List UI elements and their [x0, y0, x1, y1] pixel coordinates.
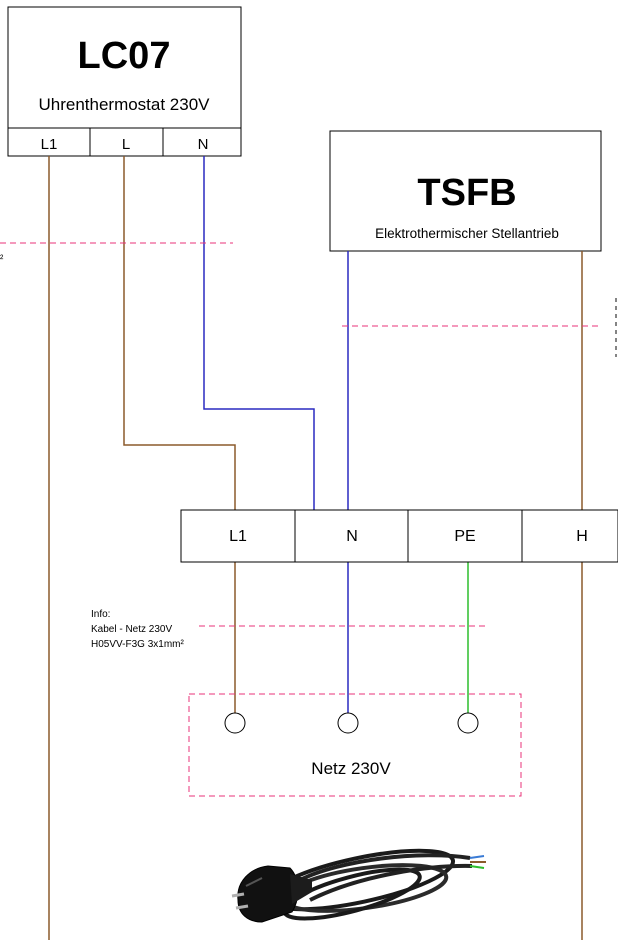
supply-box: Netz 230V: [188, 693, 522, 797]
thermostat-description: Uhrenthermostat 230V: [38, 95, 210, 114]
actuator-model: TSFB: [417, 172, 516, 214]
wire-thermostat-l-to-l1: [123, 156, 236, 510]
terminal-label-pe: PE: [454, 528, 475, 545]
actuator-description: Elektrothermischer Stellantrieb: [375, 226, 559, 241]
wire-thermostat-n-to-n: [203, 156, 315, 510]
info-note-cable: Kabel - Netz 230V: [91, 624, 172, 635]
supply-terminal-n: [337, 712, 359, 734]
thermostat-box: LC07 Uhrenthermostat 230V L1 L N: [7, 6, 242, 157]
thermostat-terminal-l: L: [122, 136, 130, 153]
terminal-block: L1 N PE H: [180, 509, 618, 563]
left-note-fragment: ²: [0, 254, 4, 265]
thermostat-terminal-n: N: [198, 136, 209, 153]
terminal-label-n: N: [346, 528, 358, 545]
actuator-box: TSFB Elektrothermischer Stellantrieb: [329, 130, 602, 252]
info-note-spec: H05VV-F3G 3x1mm²: [91, 639, 184, 650]
supply-terminal-l1: [224, 712, 246, 734]
supply-label: Netz 230V: [311, 759, 391, 778]
info-note: Info: Kabel - Netz 230V H05VV-F3G 3x1mm²: [91, 609, 184, 650]
info-note-title: Info:: [91, 609, 110, 620]
supply-terminal-pe: [457, 712, 479, 734]
thermostat-model: LC07: [78, 35, 171, 77]
terminal-label-h: H: [576, 528, 588, 545]
terminal-label-l1: L1: [229, 528, 247, 545]
thermostat-terminal-l1: L1: [41, 136, 58, 153]
power-plug-cable-icon: [231, 848, 486, 923]
